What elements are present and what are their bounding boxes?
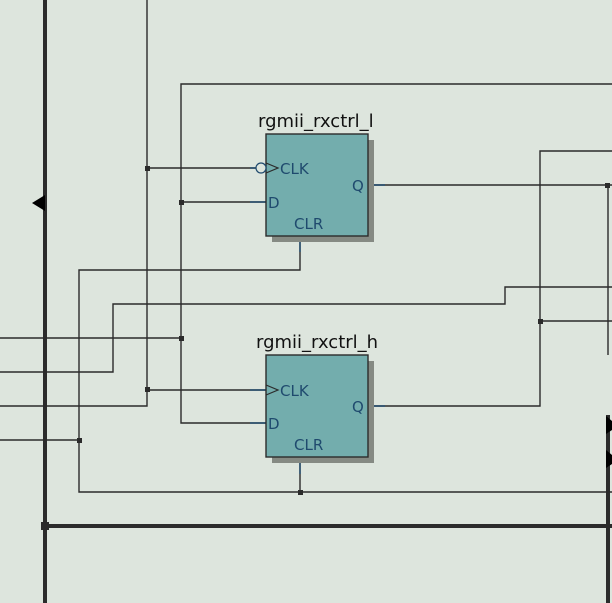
junction: [179, 336, 184, 341]
junction: [145, 166, 150, 171]
pin-label-q: Q: [352, 398, 364, 416]
wire-clr-l[interactable]: [78, 236, 612, 493]
instance-label: rgmii_rxctrl_l: [258, 111, 374, 132]
instance-label: rgmii_rxctrl_h: [256, 332, 378, 353]
flipflop-rgmii-rxctrl-h[interactable]: rgmii_rxctrl_h CLK D Q CLR: [256, 332, 378, 463]
flipflop-body[interactable]: [265, 354, 369, 458]
bus-port-arrow-left: [32, 195, 45, 211]
pin-label-clr: CLR: [294, 215, 323, 233]
bus-junction: [41, 522, 49, 530]
clock-triangle-icon: [265, 162, 280, 174]
pin-label-d: D: [268, 415, 280, 433]
junction: [605, 183, 610, 188]
bus-port-arrow-right-1: [606, 416, 612, 434]
wire-q-h[interactable]: [368, 150, 612, 407]
wire-left-input-2[interactable]: [0, 286, 612, 373]
pin-label-clr: CLR: [294, 436, 323, 454]
flipflop-body[interactable]: [265, 133, 369, 237]
pin-label-clk: CLK: [280, 160, 310, 178]
pin-label-d: D: [268, 194, 280, 212]
junction: [77, 438, 82, 443]
wire-left-input-4[interactable]: [0, 390, 148, 407]
pin-label-q: Q: [352, 177, 364, 195]
clock-invert-bubble: [255, 162, 267, 174]
junction: [298, 490, 303, 495]
junction: [145, 387, 150, 392]
junction: [179, 200, 184, 205]
clock-triangle-icon: [265, 384, 280, 396]
pin-label-clk: CLK: [280, 382, 310, 400]
bus-port-arrow-right-2: [606, 450, 612, 468]
wire-d-loop[interactable]: [180, 83, 612, 424]
flipflop-rgmii-rxctrl-l[interactable]: rgmii_rxctrl_l CLK D Q CLR: [255, 111, 374, 242]
junction: [538, 319, 543, 324]
